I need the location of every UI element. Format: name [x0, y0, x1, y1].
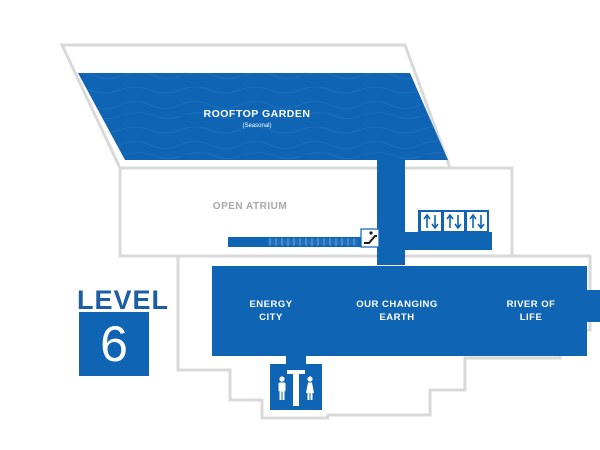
restroom-men-icon — [278, 376, 286, 400]
elevator-icon[interactable] — [418, 210, 489, 234]
river-of-life-label-line2: LIFE — [520, 312, 543, 323]
open-atrium-label: OPEN ATRIUM — [213, 201, 287, 212]
rooftop-garden-zone[interactable] — [78, 73, 448, 160]
vertical-corridor — [377, 160, 405, 265]
walkway-stripes — [268, 239, 358, 245]
energy-city-label-line2: CITY — [259, 312, 283, 323]
level-label: LEVEL — [77, 285, 170, 315]
level-number: 6 — [100, 316, 128, 372]
restroom-block[interactable] — [270, 356, 322, 410]
level-number-badge: 6 — [79, 312, 149, 376]
elevator-block — [405, 232, 492, 250]
walkway-stripe-lines — [269, 238, 355, 246]
restroom-women-icon — [306, 376, 314, 400]
main-exhibit-hall[interactable] — [212, 266, 600, 356]
our-changing-earth-label-line2: EARTH — [379, 312, 414, 323]
rooftop-garden-note: (Seasonal) — [242, 123, 271, 129]
river-of-life-label-line1: RIVER OF — [507, 299, 556, 310]
escalator-icon[interactable] — [360, 228, 380, 248]
rooftop-garden-label: ROOFTOP GARDEN — [204, 108, 311, 120]
our-changing-earth-label-line1: OUR CHANGING — [356, 299, 437, 310]
energy-city-label-line1: ENERGY — [249, 299, 292, 310]
